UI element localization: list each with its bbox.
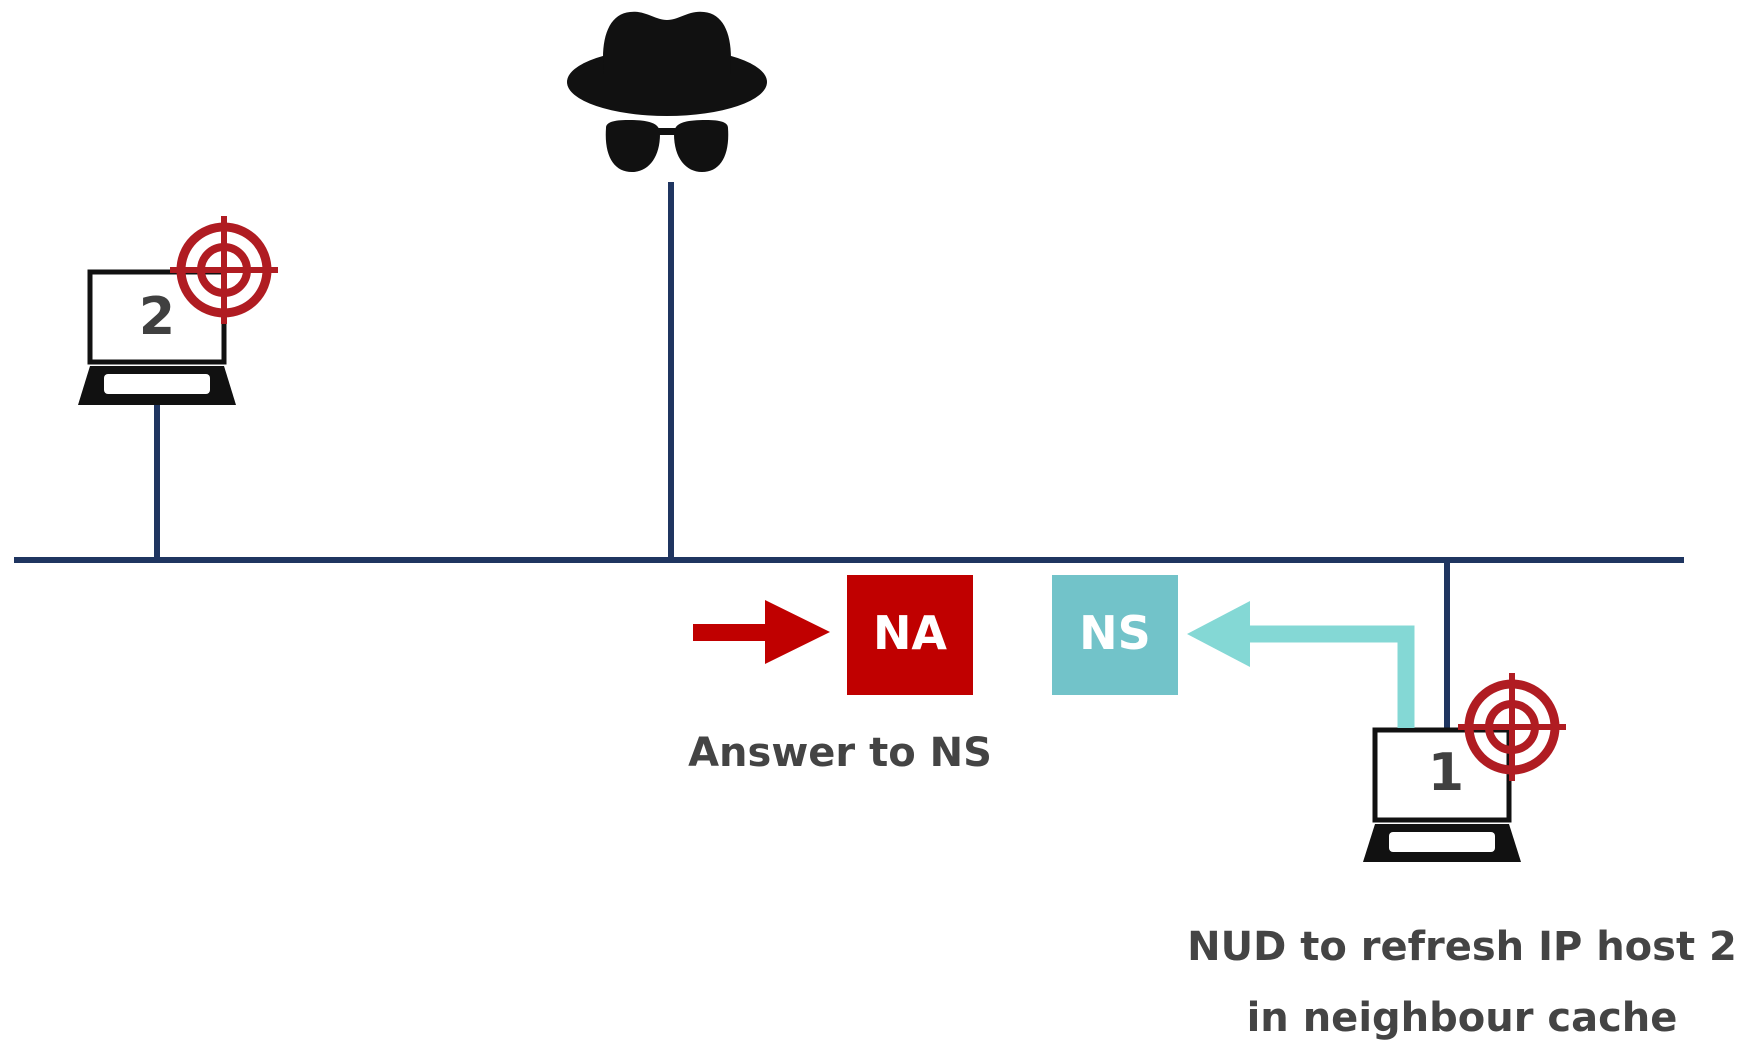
nud-caption-line2: in neighbour cache bbox=[1247, 995, 1678, 1041]
ns-packet-box bbox=[1052, 575, 1178, 695]
host2-number: 2 bbox=[139, 287, 175, 347]
laptop-icon-host2 bbox=[78, 269, 236, 405]
na-packet-label: NA bbox=[873, 606, 947, 660]
spy-hat-glasses-icon bbox=[567, 11, 767, 172]
nud-caption-line1: NUD to refresh IP host 2 bbox=[1187, 924, 1737, 970]
host1-number: 1 bbox=[1428, 743, 1464, 803]
network-lines bbox=[14, 182, 1684, 728]
answer-caption: Answer to NS bbox=[688, 730, 992, 776]
target-crosshair-icon-host2 bbox=[170, 216, 278, 324]
na-arrow bbox=[693, 600, 830, 664]
ns-packet-label: NS bbox=[1079, 606, 1151, 660]
target-crosshair-icon-host1 bbox=[1458, 673, 1566, 781]
laptop-icon-host1 bbox=[1363, 727, 1521, 862]
na-packet-box bbox=[847, 575, 973, 695]
ns-arrow bbox=[1187, 601, 1415, 728]
